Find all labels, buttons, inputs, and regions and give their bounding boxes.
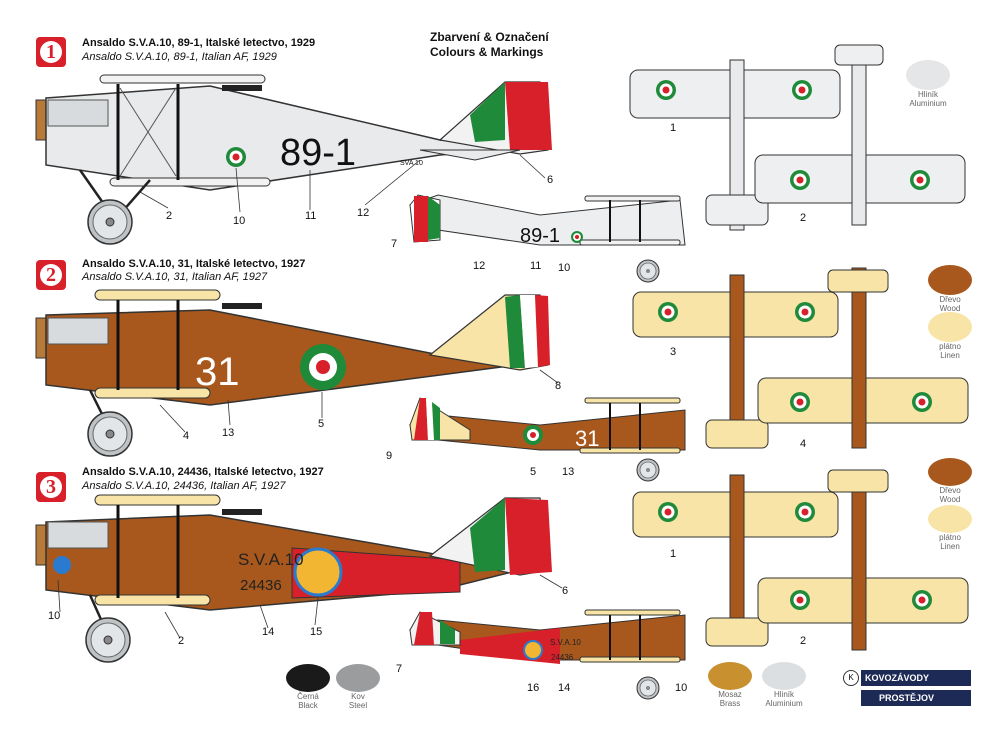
swatch-linen-2: plátno Linen: [928, 505, 972, 551]
callout-3s-14: 14: [558, 682, 571, 694]
swatch-brass: Mosaz Brass: [708, 662, 752, 708]
callout-1-11: 11: [305, 210, 317, 222]
profile-2-small: 31: [408, 397, 686, 482]
callout-1s-7: 7: [391, 238, 398, 250]
profile-2-small-code: 31: [575, 426, 599, 451]
heading-english: Colours & Markings: [430, 45, 544, 59]
callout-1-12: 12: [357, 207, 370, 219]
callout-3t-2: 2: [800, 635, 807, 647]
callout-3-14: 14: [262, 626, 275, 638]
callout-2-13: 13: [222, 427, 235, 439]
profile-1-small: 89-1: [409, 194, 686, 283]
profile-3-small-code-line2: 24436: [551, 653, 574, 662]
profile-2-large: 31: [35, 289, 550, 457]
colours-heading: Zbarvení & Označení Colours & Markings: [430, 30, 549, 60]
version-1-title-cz: Ansaldo S.V.A.10, 89-1, Italské letectvo…: [82, 37, 316, 49]
version-3-number-badge: 3: [36, 472, 66, 502]
callout-3t-1: 1: [670, 548, 677, 560]
profile-3-large: S.V.A.10 24436: [35, 494, 552, 663]
callout-2-8: 8: [555, 380, 562, 392]
profile-1-fuselage-code: 89-1: [280, 132, 356, 174]
version-3-title-cz: Ansaldo S.V.A.10, 24436, Italské letectv…: [82, 466, 324, 478]
profile-2-top-view: [632, 267, 969, 449]
swatch-wood: Dřevo Wood: [928, 265, 972, 313]
swatch-linen: plátno Linen: [928, 312, 972, 360]
callout-1-6: 6: [547, 174, 554, 186]
callout-2s-9: 9: [386, 450, 393, 462]
profile-2-fuselage-code: 31: [195, 350, 240, 394]
callout-3s-7: 7: [396, 663, 403, 675]
callout-1t-2: 2: [800, 212, 807, 224]
profile-3-code-line1: S.V.A.10: [238, 550, 304, 569]
swatch-steel: Kov Steel: [336, 664, 380, 710]
callout-2-4: 4: [183, 430, 190, 442]
callout-3s-10: 10: [675, 682, 688, 694]
profile-1-fin-text: SVA 10: [400, 160, 423, 167]
profile-3-small-code-line1: S.V.A.10: [550, 638, 581, 647]
version-2-title-en: Ansaldo S.V.A.10, 31, Italian AF, 1927: [82, 271, 268, 283]
callout-1s-10: 10: [558, 262, 571, 274]
version-2-title-cz: Ansaldo S.V.A.10, 31, Italské letectvo, …: [82, 258, 306, 270]
callout-1-10: 10: [233, 215, 246, 227]
profile-1-large: 89-1 SVA 10: [35, 74, 552, 245]
heading-czech: Zbarvení & Označení: [430, 30, 549, 44]
callout-1s-11: 11: [530, 260, 542, 272]
version-2-number-badge: 2: [36, 260, 66, 290]
swatch-aluminium-top: Hliník Aluminium: [906, 60, 950, 108]
profile-3-small: S.V.A.10 24436: [408, 609, 686, 700]
brand-logo: K KOVOZÁVODY PROSTĚJOV: [843, 670, 973, 710]
profile-1-small-code: 89-1: [520, 225, 560, 247]
callout-2s-13: 13: [562, 466, 575, 478]
swatch-aluminium: Hliník Aluminium: [762, 662, 806, 708]
callout-1t-1: 1: [670, 122, 677, 134]
swatch-black: Černá Black: [286, 664, 330, 710]
callout-3-2: 2: [178, 635, 185, 647]
callout-3-15: 15: [310, 626, 323, 638]
brand-line2: PROSTĚJOV: [861, 690, 971, 706]
brand-mark: K: [843, 670, 859, 686]
version-1-title-en: Ansaldo S.V.A.10, 89-1, Italian AF, 1929: [82, 51, 277, 63]
callout-3-6: 6: [562, 585, 569, 597]
version-1-number-badge: 1: [36, 37, 66, 67]
callout-2s-5: 5: [530, 466, 537, 478]
profile-1-top-view: [629, 44, 966, 231]
callout-2-5: 5: [318, 418, 325, 430]
callout-2t-4: 4: [800, 438, 807, 450]
callout-2t-3: 3: [670, 346, 677, 358]
profile-3-top-view: [632, 469, 969, 651]
swatch-wood-2: Dřevo Wood: [928, 458, 972, 504]
profile-3-code-line2: 24436: [240, 577, 282, 594]
callout-1-2: 2: [166, 210, 173, 222]
brand-line1: KOVOZÁVODY: [861, 670, 971, 686]
callout-3s-16: 16: [527, 682, 540, 694]
version-3-title-en: Ansaldo S.V.A.10, 24436, Italian AF, 192…: [82, 480, 286, 492]
callout-1s-12: 12: [473, 260, 486, 272]
callout-3-10: 10: [48, 610, 61, 622]
